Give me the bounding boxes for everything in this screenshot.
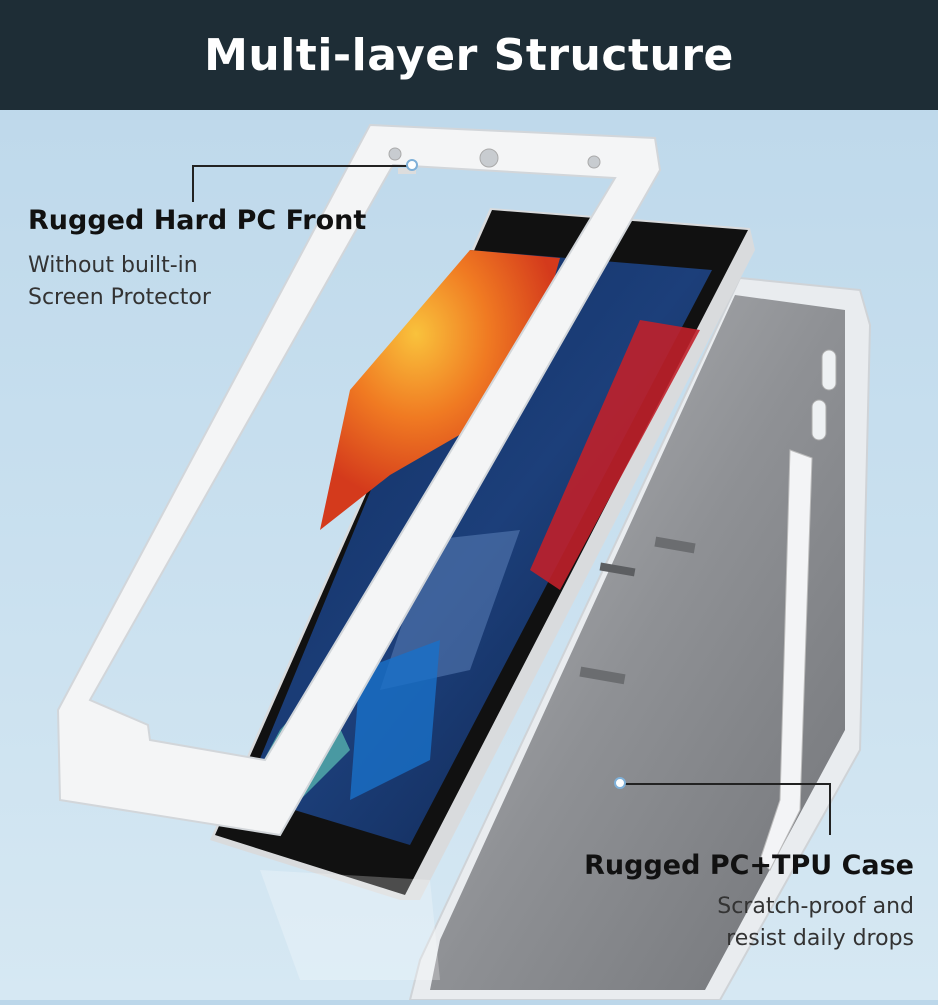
product-illustration bbox=[0, 110, 938, 1001]
front-callout-line-vertical bbox=[192, 165, 194, 202]
front-frame bbox=[56, 123, 662, 837]
back-case bbox=[408, 276, 872, 1001]
front-callout-dot bbox=[406, 159, 418, 171]
case-layers-graphic bbox=[56, 123, 872, 1001]
header-banner: Multi-layer Structure bbox=[0, 0, 938, 110]
tablet bbox=[210, 208, 755, 900]
front-callout-desc-line1: Without built-in bbox=[28, 253, 198, 278]
case-callout-title: Rugged PC+TPU Case bbox=[584, 850, 914, 881]
front-callout-desc-line2: Screen Protector bbox=[28, 285, 211, 310]
case-callout-line-horizontal bbox=[624, 783, 831, 785]
case-callout-line-vertical bbox=[829, 783, 831, 835]
case-callout-desc-line1: Scratch-proof and bbox=[717, 894, 914, 919]
page-title: Multi-layer Structure bbox=[204, 29, 734, 81]
case-callout-desc-line2: resist daily drops bbox=[726, 926, 914, 951]
front-callout-title: Rugged Hard PC Front bbox=[28, 205, 367, 236]
front-callout-line-horizontal bbox=[192, 165, 410, 167]
case-callout-dot bbox=[614, 777, 626, 789]
